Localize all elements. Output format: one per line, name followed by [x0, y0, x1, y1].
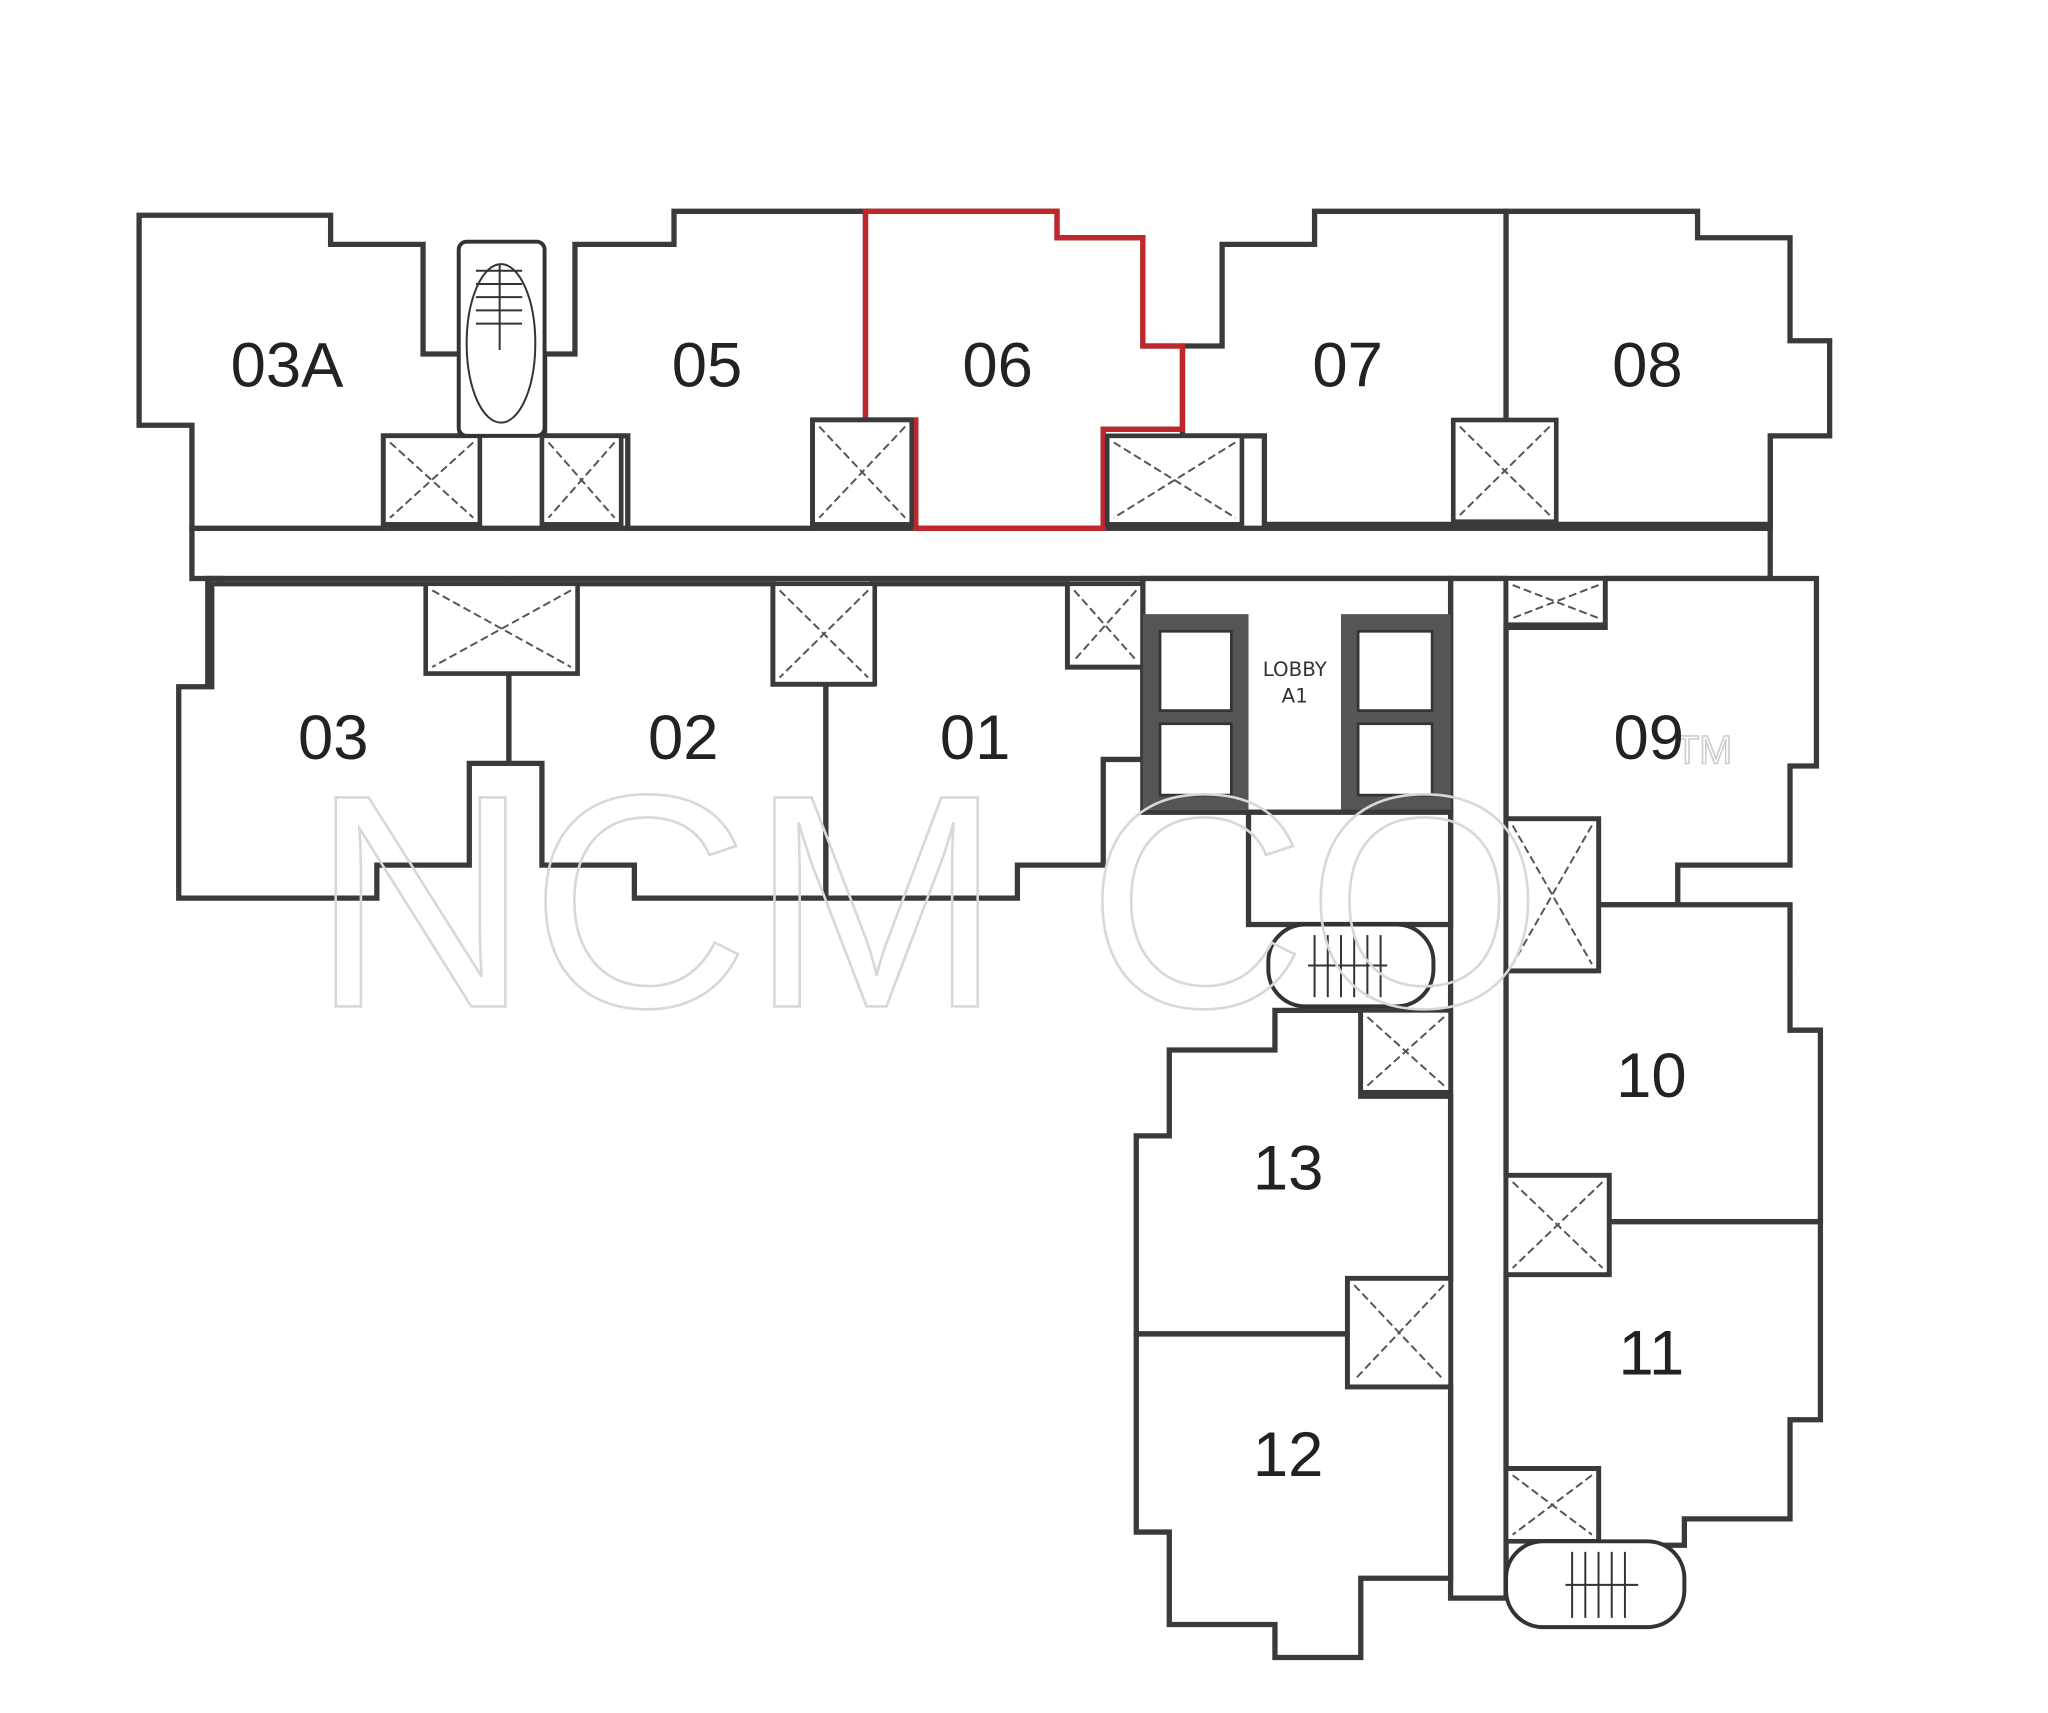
elevator-icon — [1158, 629, 1233, 712]
unit-label: 02 — [648, 703, 719, 773]
staircase-icon — [456, 239, 547, 438]
lift-lobby: LOBBY A1 — [1140, 575, 1454, 928]
watermark: NCM CO — [311, 732, 1543, 1071]
unit-label: 05 — [672, 331, 743, 401]
unit-label: 06 — [962, 331, 1033, 401]
unit-label: 08 — [1612, 331, 1683, 401]
unit-label: 12 — [1253, 1420, 1324, 1490]
lobby-label: LOBBY — [1263, 658, 1328, 681]
elevator-icon — [1356, 629, 1434, 712]
watermark-tm: TM — [1675, 728, 1732, 772]
elevator-icon — [1356, 722, 1434, 797]
unit-label: 03A — [231, 331, 344, 401]
unit-label: 03 — [298, 703, 369, 773]
staircase-icon — [1504, 1539, 1687, 1630]
staircase-icon — [1266, 922, 1436, 1009]
unit-08[interactable] — [1503, 208, 1833, 527]
unit-label: 07 — [1312, 331, 1383, 401]
elevator-icon — [1158, 722, 1233, 797]
lobby-sublabel: A1 — [1282, 685, 1308, 708]
unit-label: 09 — [1613, 703, 1684, 773]
unit-label: 10 — [1616, 1041, 1687, 1111]
service-shafts — [381, 417, 1612, 1544]
unit-label: 01 — [940, 703, 1011, 773]
unit-label: 11 — [1618, 1318, 1684, 1388]
unit-06-highlight — [862, 208, 1186, 531]
unit-label: 13 — [1253, 1134, 1324, 1204]
